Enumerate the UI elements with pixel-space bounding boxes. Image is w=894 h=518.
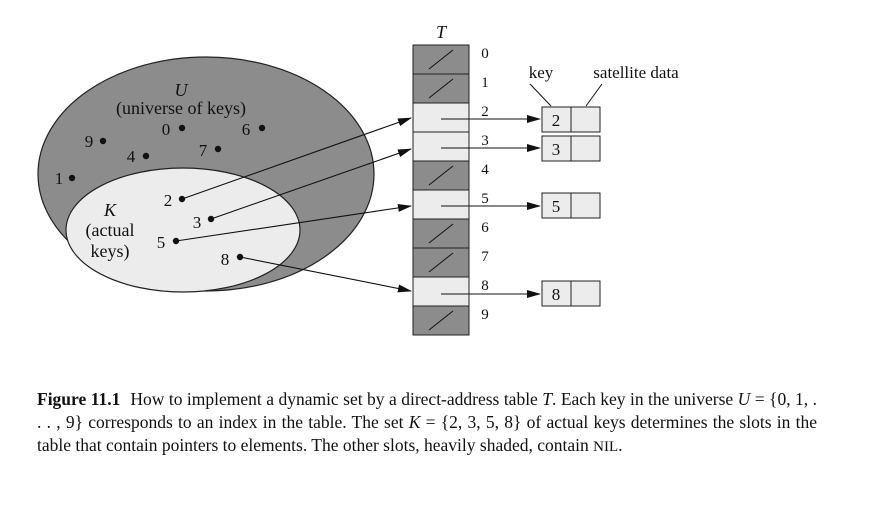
key-arrow-3 <box>210 148 412 220</box>
figure-caption: Figure 11.1 How to implement a dynamic se… <box>37 388 817 459</box>
key-label-4: 4 <box>127 147 136 166</box>
slot-index-6: 6 <box>481 220 489 236</box>
caption-text-4: = {2, 3, 5, 8} of actual keys determines… <box>37 412 817 455</box>
slot-index-7: 7 <box>481 249 489 265</box>
header-satellite-data: satellite data <box>593 63 679 82</box>
slot-index-3: 3 <box>481 133 489 149</box>
key-label-7: 7 <box>199 141 208 160</box>
nil-slash-9 <box>428 310 454 331</box>
caption-nil: NIL <box>593 439 619 455</box>
slot-8 <box>412 276 470 307</box>
key-label-1: 1 <box>55 169 64 188</box>
slot-index-5: 5 <box>481 191 489 207</box>
actual-desc-2: keys) <box>91 241 130 262</box>
slot-index-0: 0 <box>481 46 489 62</box>
key-dot-1 <box>68 174 76 182</box>
slot-index-9: 9 <box>481 307 489 323</box>
header-satellite-pointer <box>585 83 603 107</box>
caption-symbol-k: K <box>408 412 421 432</box>
figure-label: Figure 11.1 <box>37 389 121 409</box>
element-key-2: 2 <box>552 111 561 130</box>
element-key-8: 8 <box>552 285 561 304</box>
nil-slash-4 <box>428 165 454 186</box>
key-label-0: 0 <box>162 120 171 139</box>
universe-label: U <box>175 80 189 100</box>
actual-keys-ellipse <box>65 167 301 293</box>
key-dot-6 <box>258 124 266 132</box>
caption-symbol-u: U <box>737 389 751 409</box>
caption-text-2: . Each key in the universe <box>552 389 738 409</box>
nil-slash-1 <box>428 78 454 99</box>
key-arrow-2 <box>181 117 412 200</box>
slot-index-2: 2 <box>481 104 489 120</box>
nil-slash-0 <box>428 49 454 70</box>
key-dot-9 <box>99 137 107 145</box>
caption-symbol-t: T <box>542 389 553 409</box>
slot-index-4: 4 <box>481 162 489 178</box>
element-key-5: 5 <box>552 197 561 216</box>
key-arrow-5 <box>175 203 412 242</box>
caption-text-1: How to implement a dynamic set by a dire… <box>130 389 543 409</box>
key-label-3: 3 <box>193 213 202 232</box>
key-dot-0 <box>178 124 186 132</box>
element-record-3: 3 <box>541 135 601 162</box>
key-label-6: 6 <box>242 120 251 139</box>
slot-index-8: 8 <box>481 278 489 294</box>
caption-text-5: . <box>618 435 623 455</box>
element-record-8: 8 <box>541 280 601 307</box>
header-key-pointer <box>529 83 552 107</box>
key-dot-7 <box>214 145 222 153</box>
key-dot-4 <box>142 152 150 160</box>
actual-desc-1: (actual <box>86 220 135 241</box>
key-label-2: 2 <box>164 191 173 210</box>
header-key: key <box>529 63 554 82</box>
key-label-8: 8 <box>221 250 230 269</box>
actual-label: K <box>103 200 117 220</box>
slot-0 <box>412 44 470 75</box>
direct-address-table <box>412 44 470 336</box>
direct-address-diagram: U (universe of keys) K (actual keys) 0 6… <box>37 22 679 336</box>
table-label: T <box>436 22 448 42</box>
key-label-5: 5 <box>157 233 166 252</box>
universe-desc: (universe of keys) <box>116 98 246 119</box>
element-record-5: 5 <box>541 192 601 219</box>
nil-slash-6 <box>428 223 454 244</box>
nil-slash-7 <box>428 252 454 273</box>
element-record-2: 2 <box>541 106 601 133</box>
key-label-9: 9 <box>85 132 94 151</box>
slot-index-1: 1 <box>481 75 489 91</box>
slot-2 <box>412 102 470 133</box>
caption-text-3: = {0, 1, . . . , 9} corresponds to an in… <box>37 389 817 432</box>
slot-5 <box>412 189 470 220</box>
element-key-3: 3 <box>552 140 561 159</box>
slot-3 <box>412 131 470 162</box>
key-arrow-8 <box>239 256 412 293</box>
